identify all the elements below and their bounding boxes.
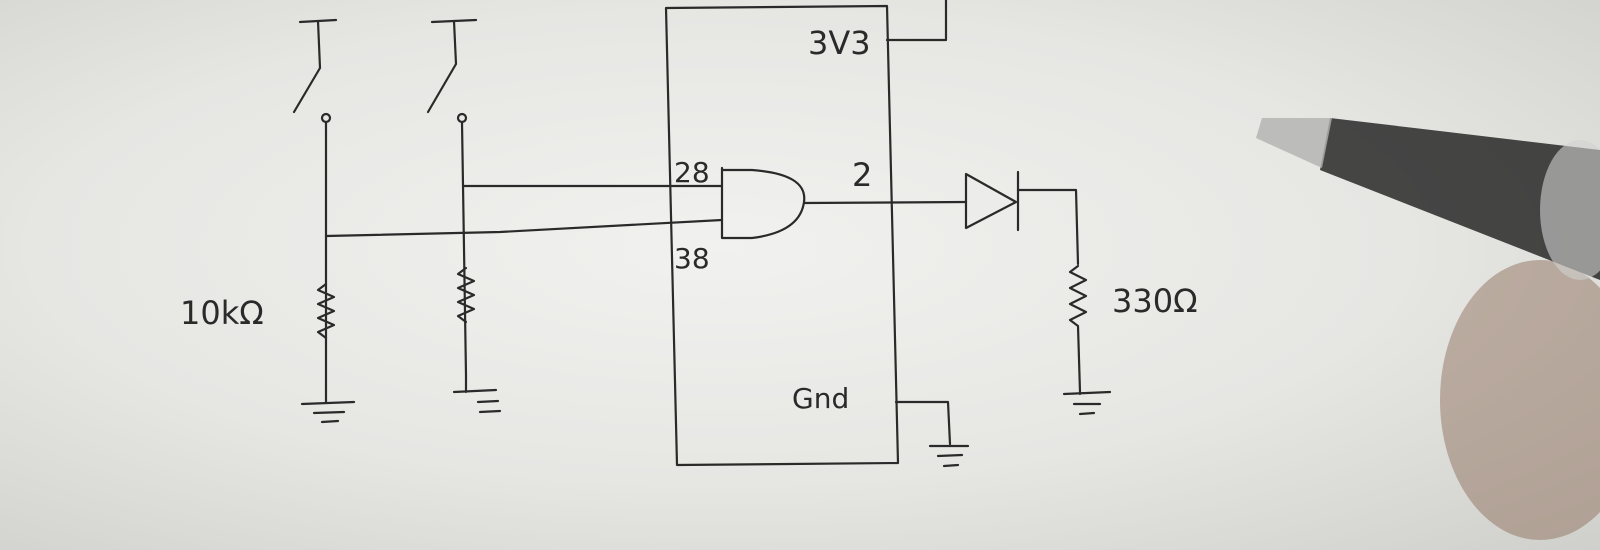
pen-in-hand: [1256, 118, 1600, 540]
label-pin-28: 28: [674, 156, 710, 189]
switch-2: [426, 18, 478, 377]
ground-symbol-3: [894, 400, 970, 468]
label-pin-2: 2: [852, 156, 872, 194]
ground-symbol-4: [1062, 390, 1112, 416]
and-gate: [720, 166, 806, 240]
ground-symbol-1: [300, 383, 356, 424]
vcc-wire: [885, 0, 948, 42]
label-3v3: 3V3: [808, 24, 871, 62]
resistor-10k: [316, 282, 336, 340]
label-gnd: Gnd: [792, 382, 849, 415]
label-10k: 10kΩ: [180, 294, 264, 332]
input-wire-b: [324, 218, 724, 238]
resistor-2: [456, 266, 476, 324]
label-pin-38: 38: [674, 242, 710, 275]
switch-1: [292, 18, 338, 387]
label-330: 330Ω: [1112, 282, 1198, 320]
diode: [964, 170, 1080, 266]
and-gate-output-wire: [802, 200, 968, 205]
resistor-330: [1068, 264, 1088, 394]
ground-symbol-2: [452, 373, 502, 414]
microcontroller-box: [664, 4, 900, 467]
